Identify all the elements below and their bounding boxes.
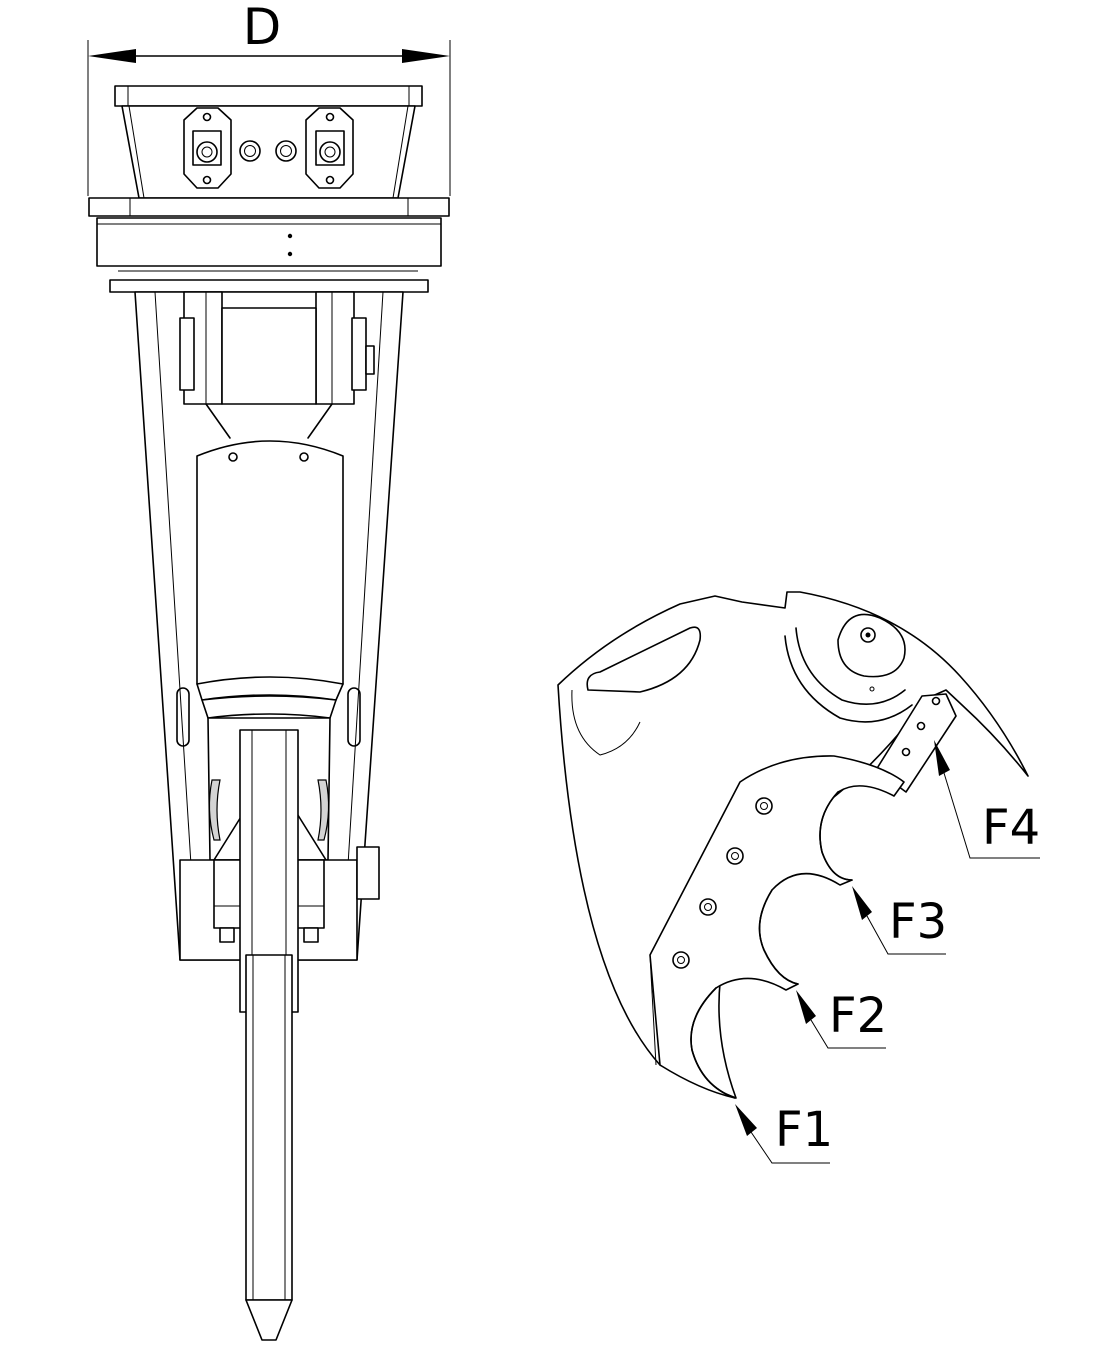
link-block: [221, 307, 317, 405]
force-callout-f4: F4: [934, 740, 1040, 859]
pivot-bolt: [860, 627, 876, 643]
rotation-ring: [96, 217, 442, 267]
hydraulic-connector-right: [305, 107, 354, 189]
force-label-f1: F1: [775, 1102, 833, 1158]
dimension-d: D: [87, 0, 451, 196]
small-port-right: [275, 140, 297, 162]
force-callout-f3: F3: [852, 886, 947, 955]
force-callout-f1: F1: [735, 1102, 833, 1164]
dimension-label: D: [243, 0, 282, 56]
pivot-recess: [784, 635, 913, 723]
plate-bolts: [672, 797, 773, 969]
hydraulic-cylinder: [196, 440, 344, 685]
link-plate-right: [315, 291, 355, 405]
force-callout-f2: F2: [796, 988, 887, 1049]
pin-cap-left: [179, 317, 195, 391]
frame-slot-right: [347, 687, 361, 747]
pin-cap-right: [351, 317, 367, 391]
dimension-arrow-left: [88, 49, 136, 63]
frame-slot-left: [176, 687, 190, 747]
blade-tip: [245, 1299, 293, 1341]
force-label-f2: F2: [829, 988, 887, 1044]
connector-housing: [121, 105, 416, 199]
dimension-arrow-right: [402, 49, 450, 63]
lower-flange: [109, 279, 429, 293]
tooth-recess-f2: [758, 889, 799, 985]
tooth-recess-f1: [690, 987, 736, 1099]
upper-flange: [88, 197, 450, 217]
tooth-recess-f3: [819, 791, 853, 881]
jaw-side-view: F1 F2 F3 F4: [557, 591, 1040, 1164]
hydraulic-connector-left: [183, 107, 232, 189]
top-plate: [114, 85, 423, 107]
pivot-cap: [837, 613, 906, 678]
force-label-f4: F4: [982, 800, 1040, 856]
hammer-front-view: D: [87, 0, 451, 1341]
force-label-f3: F3: [889, 894, 947, 950]
side-nut: [356, 846, 380, 900]
blade: [245, 954, 293, 1301]
small-port-left: [239, 140, 261, 162]
slot-upper: [586, 626, 702, 693]
cutter-insert: [875, 693, 957, 793]
